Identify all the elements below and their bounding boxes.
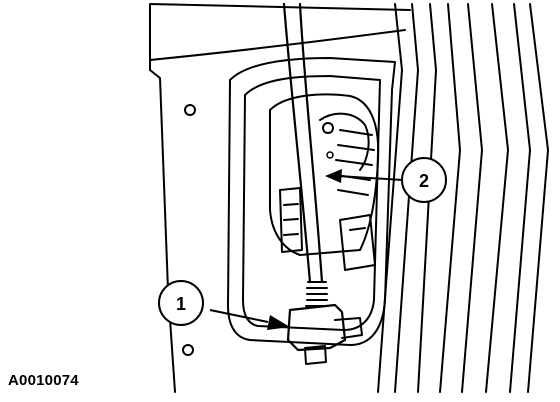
- mechanism-hole-2: [326, 151, 334, 159]
- rod-clip-nut: [304, 345, 327, 365]
- callout-2-circle: [401, 157, 447, 203]
- callout-1-arrowhead: [267, 315, 290, 330]
- door-frame-rail-2: [394, 3, 419, 393]
- latch-mechanism: [269, 93, 380, 256]
- latch-rod: [282, 2, 324, 284]
- mechanism-hole-1: [322, 122, 334, 134]
- callout-2-leader: [337, 175, 404, 181]
- callout-2-label: 2: [419, 171, 429, 191]
- callout-2-arrowhead: [325, 169, 342, 183]
- callout-1-circle: [158, 280, 204, 326]
- door-frame-rail-6: [485, 3, 509, 393]
- rod-threads: [305, 281, 329, 307]
- callout-1-leader: [209, 309, 269, 323]
- latch-bracket: [279, 187, 303, 253]
- latch-cavity-inner: [242, 75, 381, 331]
- latch-lever-upper: [319, 112, 370, 171]
- mounting-hole-lower: [182, 344, 194, 356]
- door-panel-outline: [149, 3, 411, 393]
- door-frame-rail-5: [461, 3, 483, 393]
- latch-ribs: [335, 129, 375, 196]
- rod-clip-tab: [334, 317, 363, 339]
- door-frame-rail-3: [417, 3, 437, 393]
- latch-cavity-outline: [227, 57, 396, 346]
- rod-clip: [286, 303, 347, 352]
- mounting-hole-upper: [184, 104, 196, 116]
- figure-id: A0010074: [8, 372, 79, 389]
- door-frame-rail-7: [509, 3, 531, 393]
- door-panel-top-edge: [149, 29, 406, 61]
- door-frame-rail-8: [527, 3, 549, 393]
- callout-1-label: 1: [176, 294, 186, 314]
- door-frame-rail-4: [439, 3, 461, 393]
- latch-tab: [339, 214, 376, 271]
